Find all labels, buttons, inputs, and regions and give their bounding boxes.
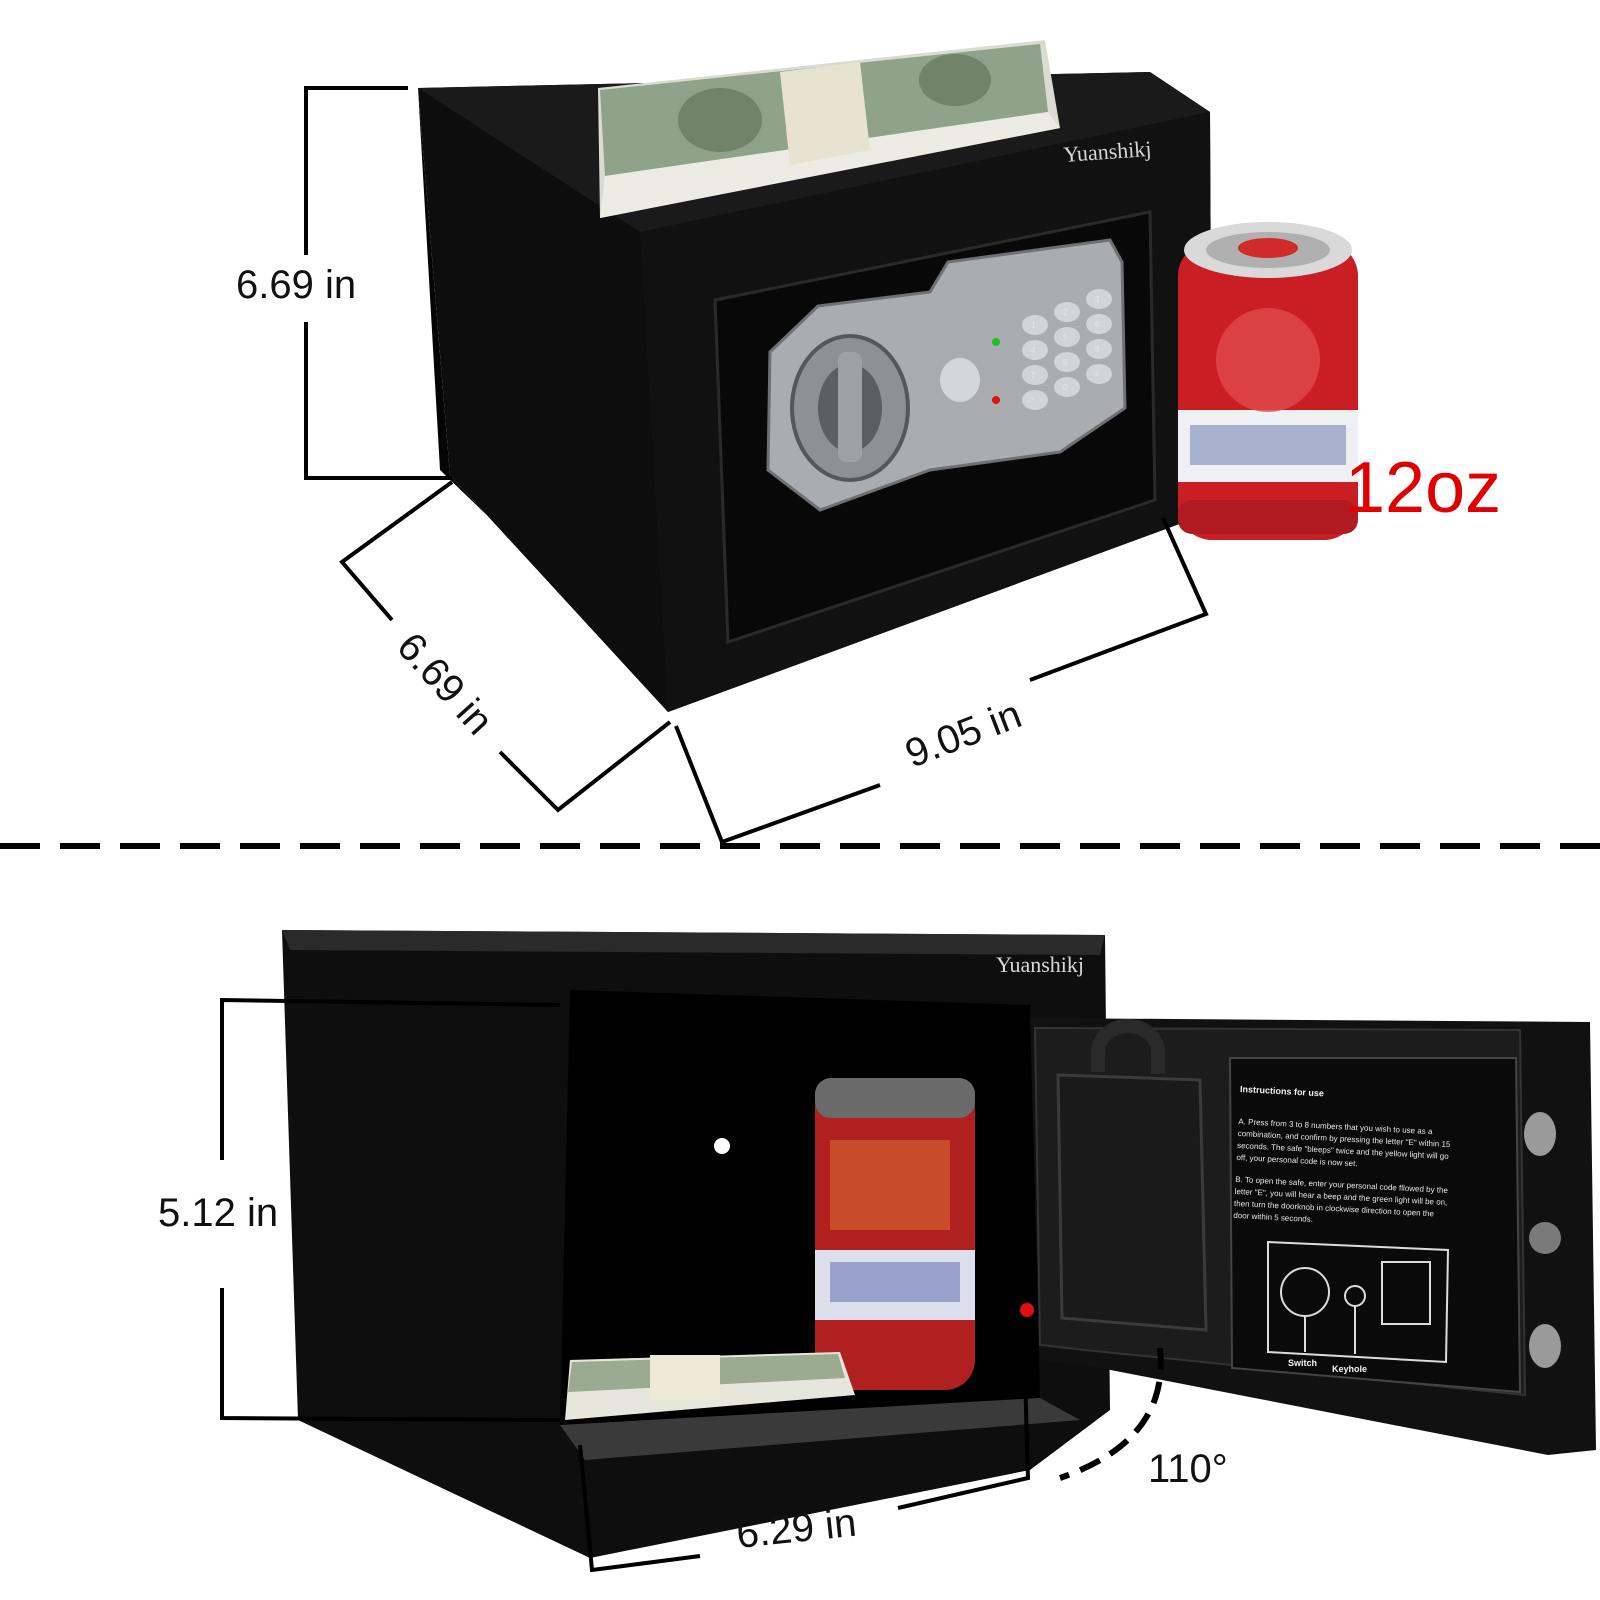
red-led-icon [992, 396, 1000, 404]
width-dimension-line [1029, 517, 1209, 682]
key-label: 6 [1095, 320, 1100, 329]
key[interactable]: 0 [1054, 377, 1080, 397]
depth-dimension-line [339, 480, 454, 622]
key-label: # [1095, 370, 1100, 379]
door-angle-arc [1059, 1347, 1164, 1481]
key[interactable]: 7 [1022, 365, 1048, 385]
keypad: 1 2 3 4 5 6 7 8 9 * 0 # [1022, 289, 1112, 410]
bolt-hole-icon [714, 1138, 730, 1154]
key-label: 3 [1095, 295, 1100, 304]
soda-can [1178, 222, 1358, 540]
instructions-line: door within 5 seconds. [1233, 1211, 1313, 1224]
key[interactable]: 5 [1054, 327, 1080, 347]
key[interactable]: 6 [1086, 314, 1112, 334]
key-label: 4 [1031, 346, 1036, 355]
depth-dimension-line-lower [498, 720, 672, 813]
bolt-icon [1529, 1324, 1561, 1368]
keyhole-label: Keyhole [1332, 1364, 1367, 1374]
height-dimension-line-lower [304, 322, 452, 480]
cash-stack [598, 40, 1060, 218]
brand-logo-top: Yuanshikj [1063, 136, 1153, 167]
blurred-can [815, 1078, 975, 1390]
keypad-diagram-icon [1381, 1261, 1431, 1325]
key[interactable]: 9 [1086, 339, 1112, 359]
cash-stack-inside [565, 1352, 855, 1420]
instructions-plate [1228, 1057, 1522, 1394]
green-led-icon [992, 338, 1000, 346]
interior-width-dimension-line [578, 1444, 701, 1573]
depth-label: 6.69 in [388, 625, 501, 744]
key[interactable]: * [1022, 390, 1048, 410]
closed-safe-view: Yuanshikj 1 2 3 4 5 6 7 8 9 * 0 # [236, 40, 1501, 845]
key-label: 2 [1063, 308, 1068, 317]
key[interactable]: 8 [1054, 352, 1080, 372]
interior-height-dimension-line-lower [220, 1288, 561, 1422]
key[interactable]: 1 [1022, 315, 1048, 335]
interior-width-dimension-line-right [897, 1339, 1031, 1510]
key[interactable]: 3 [1086, 289, 1112, 309]
width-label: 9.05 in [899, 692, 1027, 776]
switch-label: Switch [1288, 1358, 1317, 1368]
key[interactable]: 4 [1022, 340, 1048, 360]
lock-mechanism [1056, 1073, 1208, 1332]
key-label: * [1031, 396, 1034, 405]
lock-panel [766, 238, 1127, 512]
key-label: 0 [1063, 383, 1068, 392]
bolt-icon [1524, 1112, 1556, 1156]
bolt-icon [1529, 1222, 1561, 1254]
key-label: 8 [1063, 358, 1068, 367]
key-label: 5 [1063, 333, 1068, 342]
red-button-icon[interactable] [1020, 1303, 1034, 1317]
brand-logo-bottom: Yuanshikj [996, 952, 1084, 977]
interior-height-dimension-line [220, 997, 561, 1160]
key-label: 9 [1095, 345, 1100, 354]
can-size-label: 12oz [1345, 448, 1501, 528]
open-safe-view: Yuanshikj Instructions for use [158, 930, 1596, 1573]
lock-diagram: Switch Keyhole [1267, 1240, 1450, 1374]
width-dimension-line-lower [674, 725, 881, 845]
door-angle-label: 110° [1148, 1447, 1228, 1491]
height-dimension-line [304, 86, 408, 255]
keyhole-cover [940, 358, 980, 402]
key[interactable]: 2 [1054, 302, 1080, 322]
key-label: 7 [1031, 371, 1036, 380]
interior-height-label: 5.12 in [158, 1191, 278, 1235]
instructions-title: Instructions for use [1240, 1084, 1324, 1098]
safe-door-open: Instructions for use A. Press from 3 to … [1020, 1018, 1596, 1455]
key-label: 1 [1031, 321, 1036, 330]
height-label-top: 6.69 in [236, 263, 356, 307]
key[interactable]: # [1086, 364, 1112, 384]
